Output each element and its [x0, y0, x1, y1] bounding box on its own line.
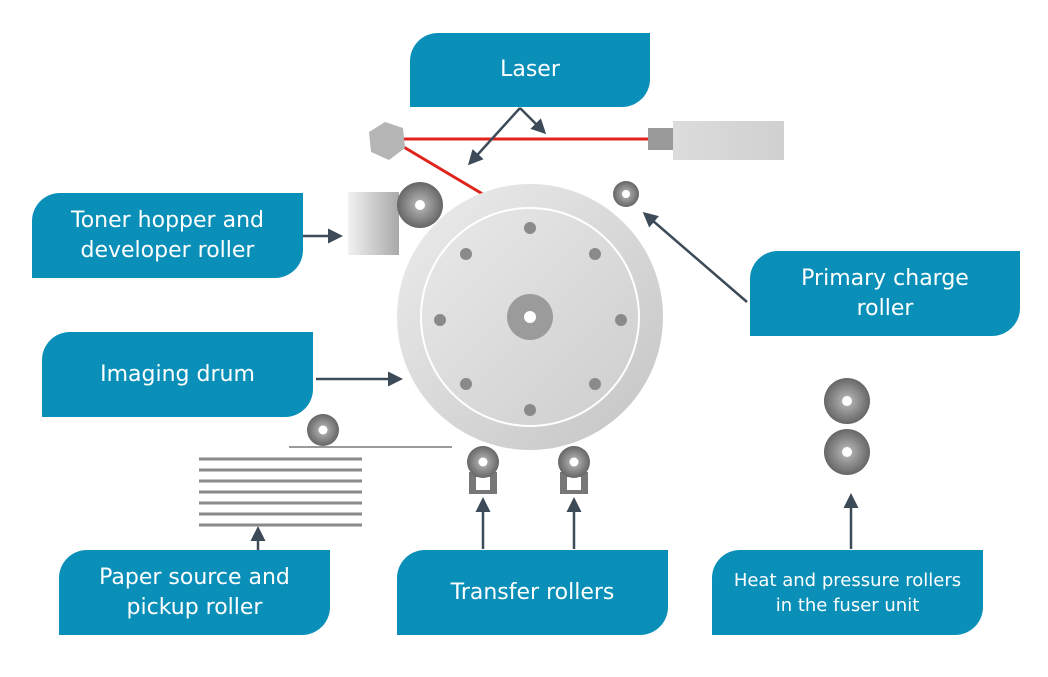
label-toner-hopper: Toner hopper and developer roller [32, 193, 303, 278]
label-transfer-rollers: Transfer rollers [397, 550, 668, 635]
fuser-roller-top [824, 378, 870, 424]
arrows [250, 107, 859, 550]
label-imaging-drum: Imaging drum [42, 332, 313, 417]
drum-holes [434, 222, 627, 416]
polygon-mirror [369, 122, 405, 160]
label-paper-source: Paper source and pickup roller [59, 550, 330, 635]
pickup-roller [307, 414, 339, 446]
label-laser: Laser [410, 33, 650, 107]
laser-beams [401, 137, 650, 198]
arrow-laser-to-beam [519, 107, 547, 135]
laser-unit-nozzle [648, 128, 674, 150]
laser-beam-diagonal [401, 144, 487, 198]
label-fuser-unit: Heat and pressure rollers in the fuser u… [712, 550, 983, 635]
transfer-roller-left [467, 446, 499, 494]
arrow-laser-to-drum [467, 107, 521, 166]
arrow-primary-charge [642, 212, 748, 303]
label-primary-charge-roller: Primary charge roller [750, 251, 1020, 336]
developer-roller [397, 182, 443, 228]
laser-unit-body [673, 121, 784, 160]
paper-stack [199, 457, 362, 527]
transfer-roller-right [558, 446, 590, 494]
fuser-roller-bottom [824, 429, 870, 475]
primary-charge-roller [613, 181, 639, 207]
laser-unit [648, 121, 784, 160]
toner-hopper [348, 192, 399, 255]
imaging-drum [397, 184, 663, 450]
